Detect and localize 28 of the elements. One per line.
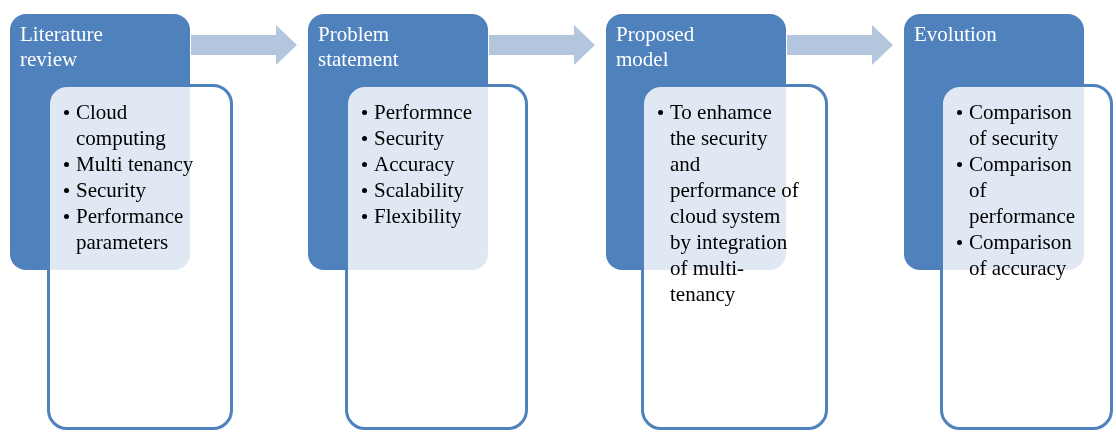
bullet-item: Flexibility (360, 203, 499, 229)
bullet-item: Cloud computing (62, 99, 204, 151)
bullet-item: Multi tenancy (62, 151, 204, 177)
bullet-item: Security (360, 125, 499, 151)
bullet-item: Performnce (360, 99, 499, 125)
bullet-item: Performance parameters (62, 203, 204, 255)
bullet-item: Security (62, 177, 204, 203)
stage-detail-card (345, 84, 528, 430)
block-arrow (191, 25, 297, 65)
stage-title: Evolution (914, 22, 998, 47)
stage-header-box (10, 14, 190, 82)
stage-header-box (606, 14, 786, 82)
stage-header-box (904, 14, 1084, 82)
stage-detail-card (641, 84, 828, 430)
stage-header-box (308, 14, 488, 82)
stage-title: Literature review (20, 22, 104, 72)
stage-title: Problem statement (318, 22, 400, 72)
stage-title: Proposed model (616, 22, 696, 72)
block-arrow (787, 25, 893, 65)
bullet-item: Scalability (360, 177, 499, 203)
bullet-item: Comparison of accuracy (955, 229, 1084, 281)
stage-detail-card (940, 84, 1113, 430)
bullet-item: Accuracy (360, 151, 499, 177)
block-arrow (489, 25, 595, 65)
bullet-item: Comparison of security (955, 99, 1084, 151)
bullet-item: Comparison of performance (955, 151, 1084, 229)
bullet-item: To enhamce the security and performance of cloud system by integration of multi-tenancy (656, 99, 799, 307)
stage-detail-card (47, 84, 233, 430)
